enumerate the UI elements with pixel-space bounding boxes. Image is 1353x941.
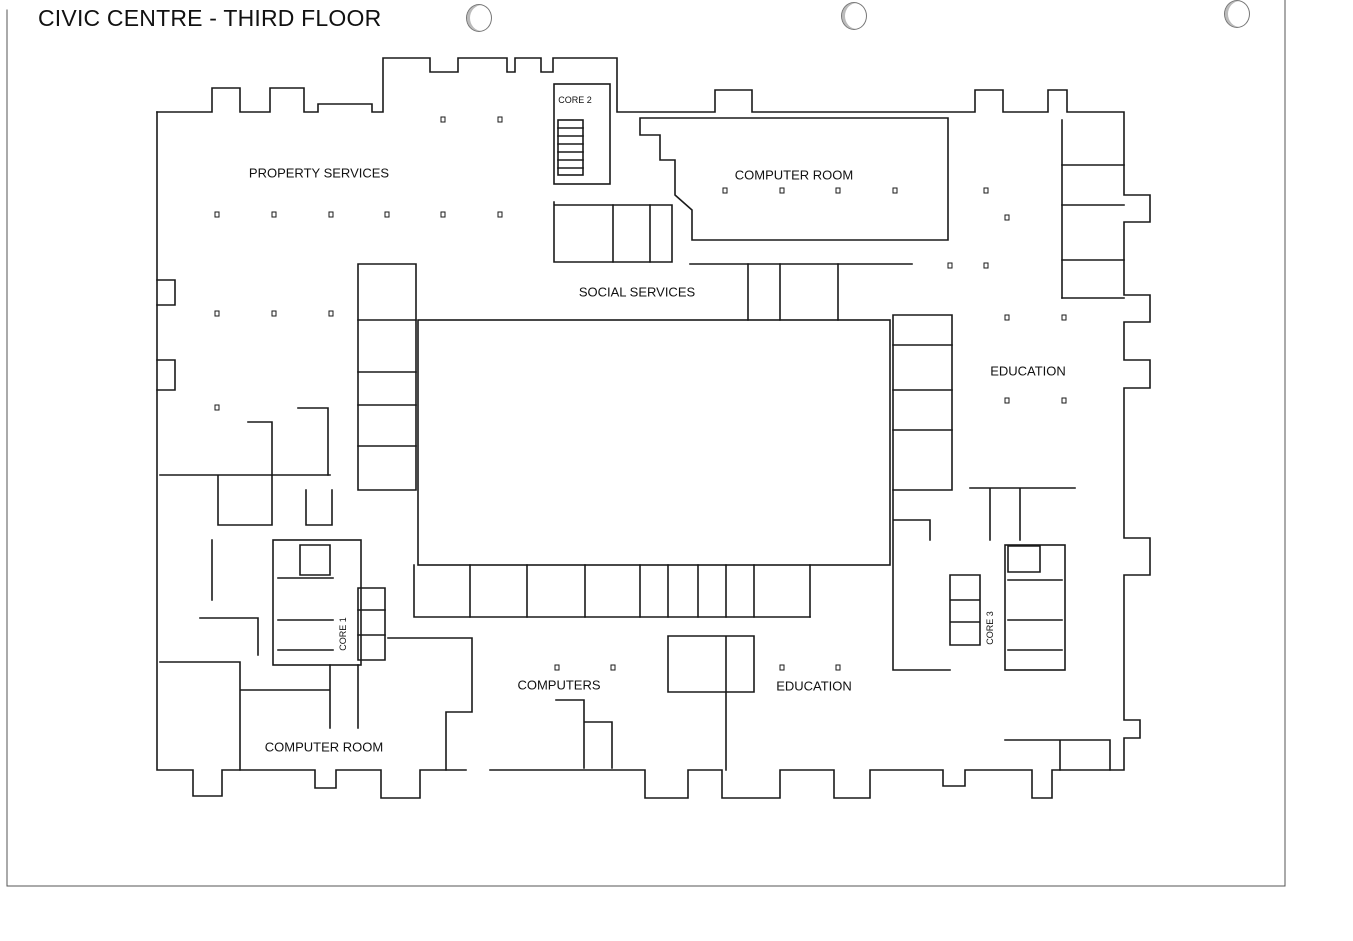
room-label-social-services: SOCIAL SERVICES xyxy=(578,284,696,300)
core-2-shaft xyxy=(553,83,611,185)
structural-columns xyxy=(214,116,1067,671)
room-label-property-services: PROPERTY SERVICES xyxy=(248,165,390,181)
room-label-education-right: EDUCATION xyxy=(990,363,1066,379)
room-label-computers: COMPUTERS xyxy=(517,677,601,693)
atrium-void xyxy=(417,319,891,566)
core-3-shaft xyxy=(1004,544,1066,671)
core-1-shaft xyxy=(272,539,362,666)
outer-wall xyxy=(156,57,1151,799)
room-label-computer-room-bottom: COMPUTER ROOM xyxy=(264,739,384,755)
sheet-border xyxy=(6,0,1286,887)
outer-wall-west xyxy=(156,111,467,799)
punch-hole-2 xyxy=(841,2,867,30)
punch-hole-3 xyxy=(1224,0,1250,28)
room-label-education-bottom: EDUCATION xyxy=(776,678,852,694)
punch-hole-1 xyxy=(466,4,492,32)
core-3-label: CORE 3 xyxy=(985,611,995,645)
core-2-label: CORE 2 xyxy=(558,95,592,105)
room-label-computer-room-top: COMPUTER ROOM xyxy=(734,167,854,183)
core-1-label: CORE 1 xyxy=(338,617,348,651)
plan-title: CIVIC CENTRE - THIRD FLOOR xyxy=(38,5,382,31)
